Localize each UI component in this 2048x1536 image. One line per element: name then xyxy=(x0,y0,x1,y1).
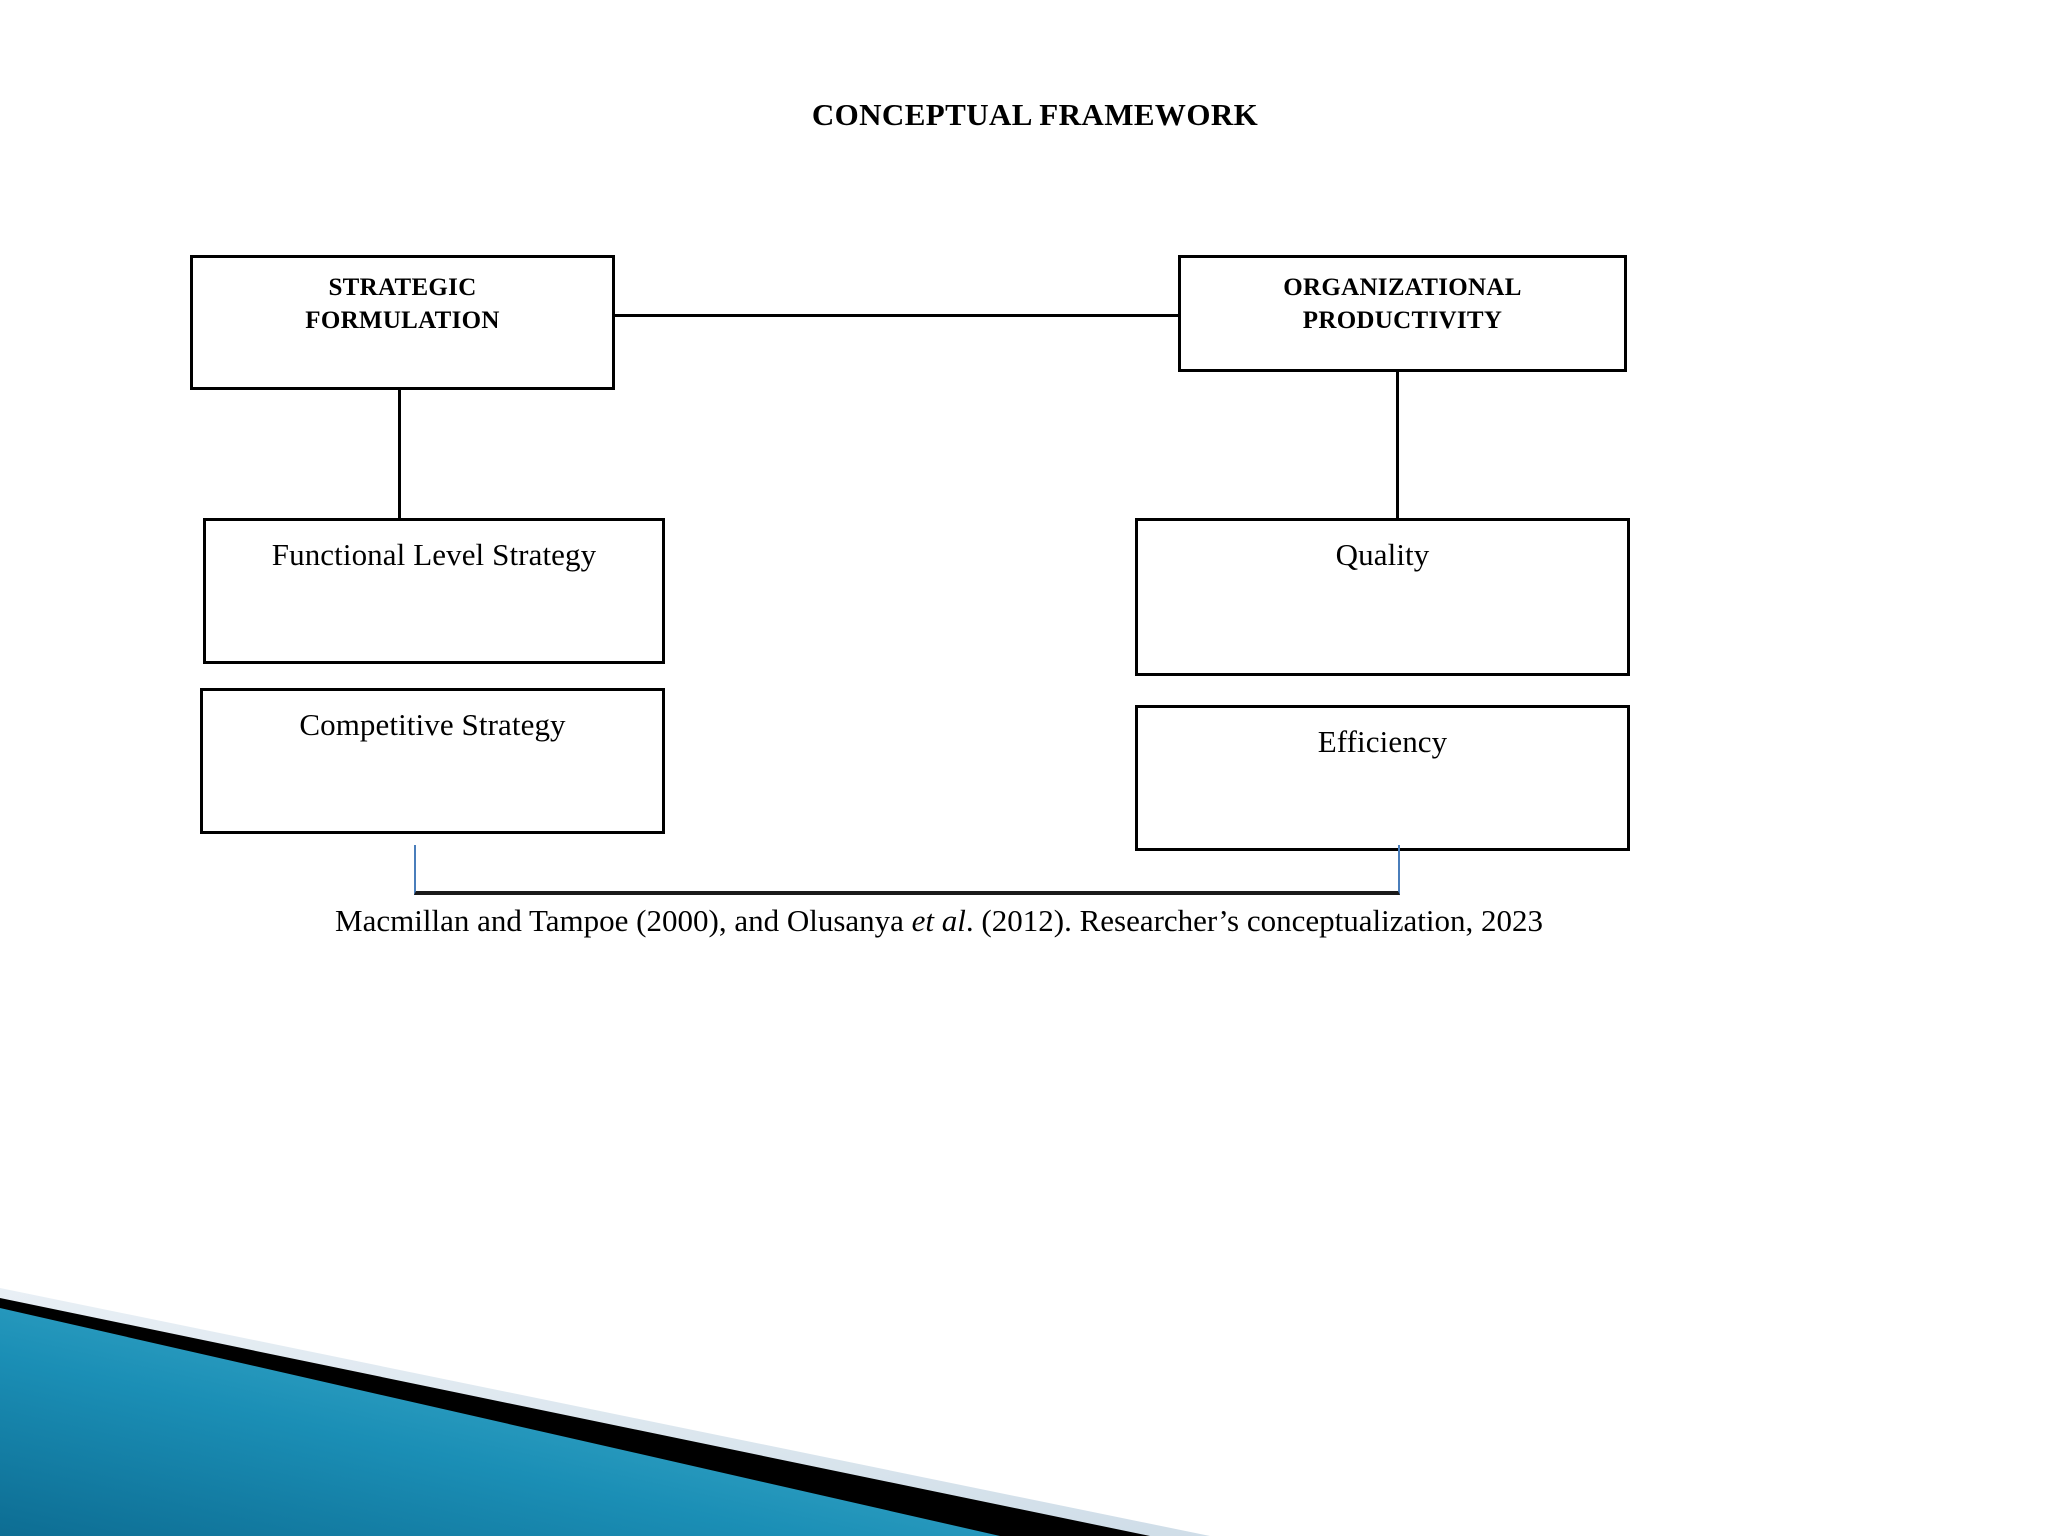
page-title-text: CONCEPTUAL FRAMEWORK xyxy=(811,97,1259,132)
decoration-pale-band xyxy=(0,1288,1210,1536)
connector-organizational-to-measures xyxy=(1396,370,1399,520)
citation-part1: Macmillan and Tampoe (2000), and Olusany… xyxy=(335,903,912,938)
node-organizational-productivity[interactable]: ORGANIZATIONAL PRODUCTIVITY xyxy=(1178,255,1627,372)
citation-text: Macmillan and Tampoe (2000), and Olusany… xyxy=(0,902,2048,939)
citation-et-al: et al xyxy=(911,903,966,938)
node-competitive-strategy[interactable]: Competitive Strategy xyxy=(200,688,665,834)
node-competitive-strategy-label: Competitive Strategy xyxy=(299,707,566,742)
caption-frame xyxy=(414,845,1400,895)
bottom-left-corner-decoration xyxy=(0,1288,1210,1536)
citation-part2: . (2012). Researcher’s conceptualization… xyxy=(965,903,1543,938)
node-efficiency[interactable]: Efficiency xyxy=(1135,705,1630,851)
node-strategic-formulation[interactable]: STRATEGIC FORMULATION xyxy=(190,255,615,390)
decoration-black-band xyxy=(0,1298,1150,1536)
node-quality-label: Quality xyxy=(1335,537,1430,572)
node-functional-level-strategy-label: Functional Level Strategy xyxy=(271,537,597,572)
node-organizational-productivity-line2: PRODUCTIVITY xyxy=(1302,306,1503,334)
node-functional-level-strategy[interactable]: Functional Level Strategy xyxy=(203,518,665,664)
node-efficiency-label: Efficiency xyxy=(1317,724,1448,759)
decoration-teal-wedge xyxy=(0,1308,1000,1536)
connector-strategic-to-dimensions xyxy=(398,389,401,520)
node-strategic-formulation-line1: STRATEGIC xyxy=(328,274,477,301)
node-strategic-formulation-line2: FORMULATION xyxy=(305,306,500,334)
node-quality[interactable]: Quality xyxy=(1135,518,1630,676)
node-strategic-formulation-label: STRATEGIC FORMULATION xyxy=(193,258,612,337)
node-organizational-productivity-line1: ORGANIZATIONAL xyxy=(1283,274,1522,301)
page-title: CONCEPTUAL FRAMEWORK xyxy=(0,96,2048,133)
node-organizational-productivity-label: ORGANIZATIONAL PRODUCTIVITY xyxy=(1181,258,1624,337)
connector-strategic-to-organizational xyxy=(614,314,1179,317)
